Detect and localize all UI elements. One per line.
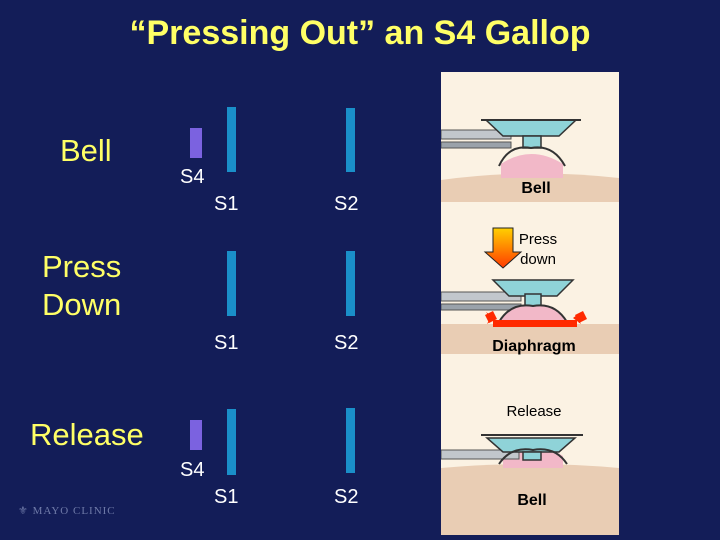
stethoscope-illustration-panel: Bell Press down Diaphragm Release Bell xyxy=(440,72,619,535)
s4-label-release: S4 xyxy=(180,459,205,481)
mayo-clinic-logo: ⚜ MAYO CLINIC xyxy=(18,504,116,517)
bell-light-contact-drawing xyxy=(440,119,619,202)
s4-bar-bell xyxy=(190,128,202,158)
row-label-press-line2: Down xyxy=(42,287,122,322)
s1-bar-release xyxy=(227,409,236,475)
panel-press-label-line1: Press xyxy=(518,231,558,248)
logo-text: MAYO CLINIC xyxy=(32,505,116,517)
s1-bar-press xyxy=(227,251,236,316)
s1-label-press: S1 xyxy=(214,332,239,354)
panel-bell-label-bottom: Bell xyxy=(517,492,547,509)
s1-bar-bell xyxy=(227,107,236,172)
panel-press-label-line2: down xyxy=(520,251,556,268)
stethoscope-illustration xyxy=(440,119,619,535)
row-label-release: Release xyxy=(30,417,144,452)
panel-diaphragm-label: Diaphragm xyxy=(492,338,576,355)
slide-title: “Pressing Out” an S4 Gallop xyxy=(129,14,591,52)
bell-released-drawing xyxy=(440,434,619,535)
s1-label-release: S1 xyxy=(214,486,239,508)
s2-bar-bell xyxy=(346,108,355,172)
s1-label-bell: S1 xyxy=(214,193,239,215)
mayo-shield-icon: ⚜ xyxy=(18,505,29,517)
s2-label-press: S2 xyxy=(334,332,359,354)
row-label-press-down: Press Down xyxy=(42,248,121,324)
s2-bar-release xyxy=(346,408,355,473)
row-label-bell: Bell xyxy=(60,133,112,168)
s2-label-bell: S2 xyxy=(334,193,359,215)
s4-label-bell: S4 xyxy=(180,166,205,188)
diaphragm-bar xyxy=(493,320,577,327)
press-down-arrow-icon xyxy=(483,227,523,269)
panel-release-label: Release xyxy=(506,403,562,420)
s2-label-release: S2 xyxy=(334,486,359,508)
panel-bell-label: Bell xyxy=(521,180,551,197)
s4-bar-release xyxy=(190,420,202,450)
row-label-press-line1: Press xyxy=(42,249,122,284)
bell-pressed-drawing xyxy=(440,279,619,354)
panel-press-down-label: Press down xyxy=(503,230,573,270)
s2-bar-press xyxy=(346,251,355,316)
